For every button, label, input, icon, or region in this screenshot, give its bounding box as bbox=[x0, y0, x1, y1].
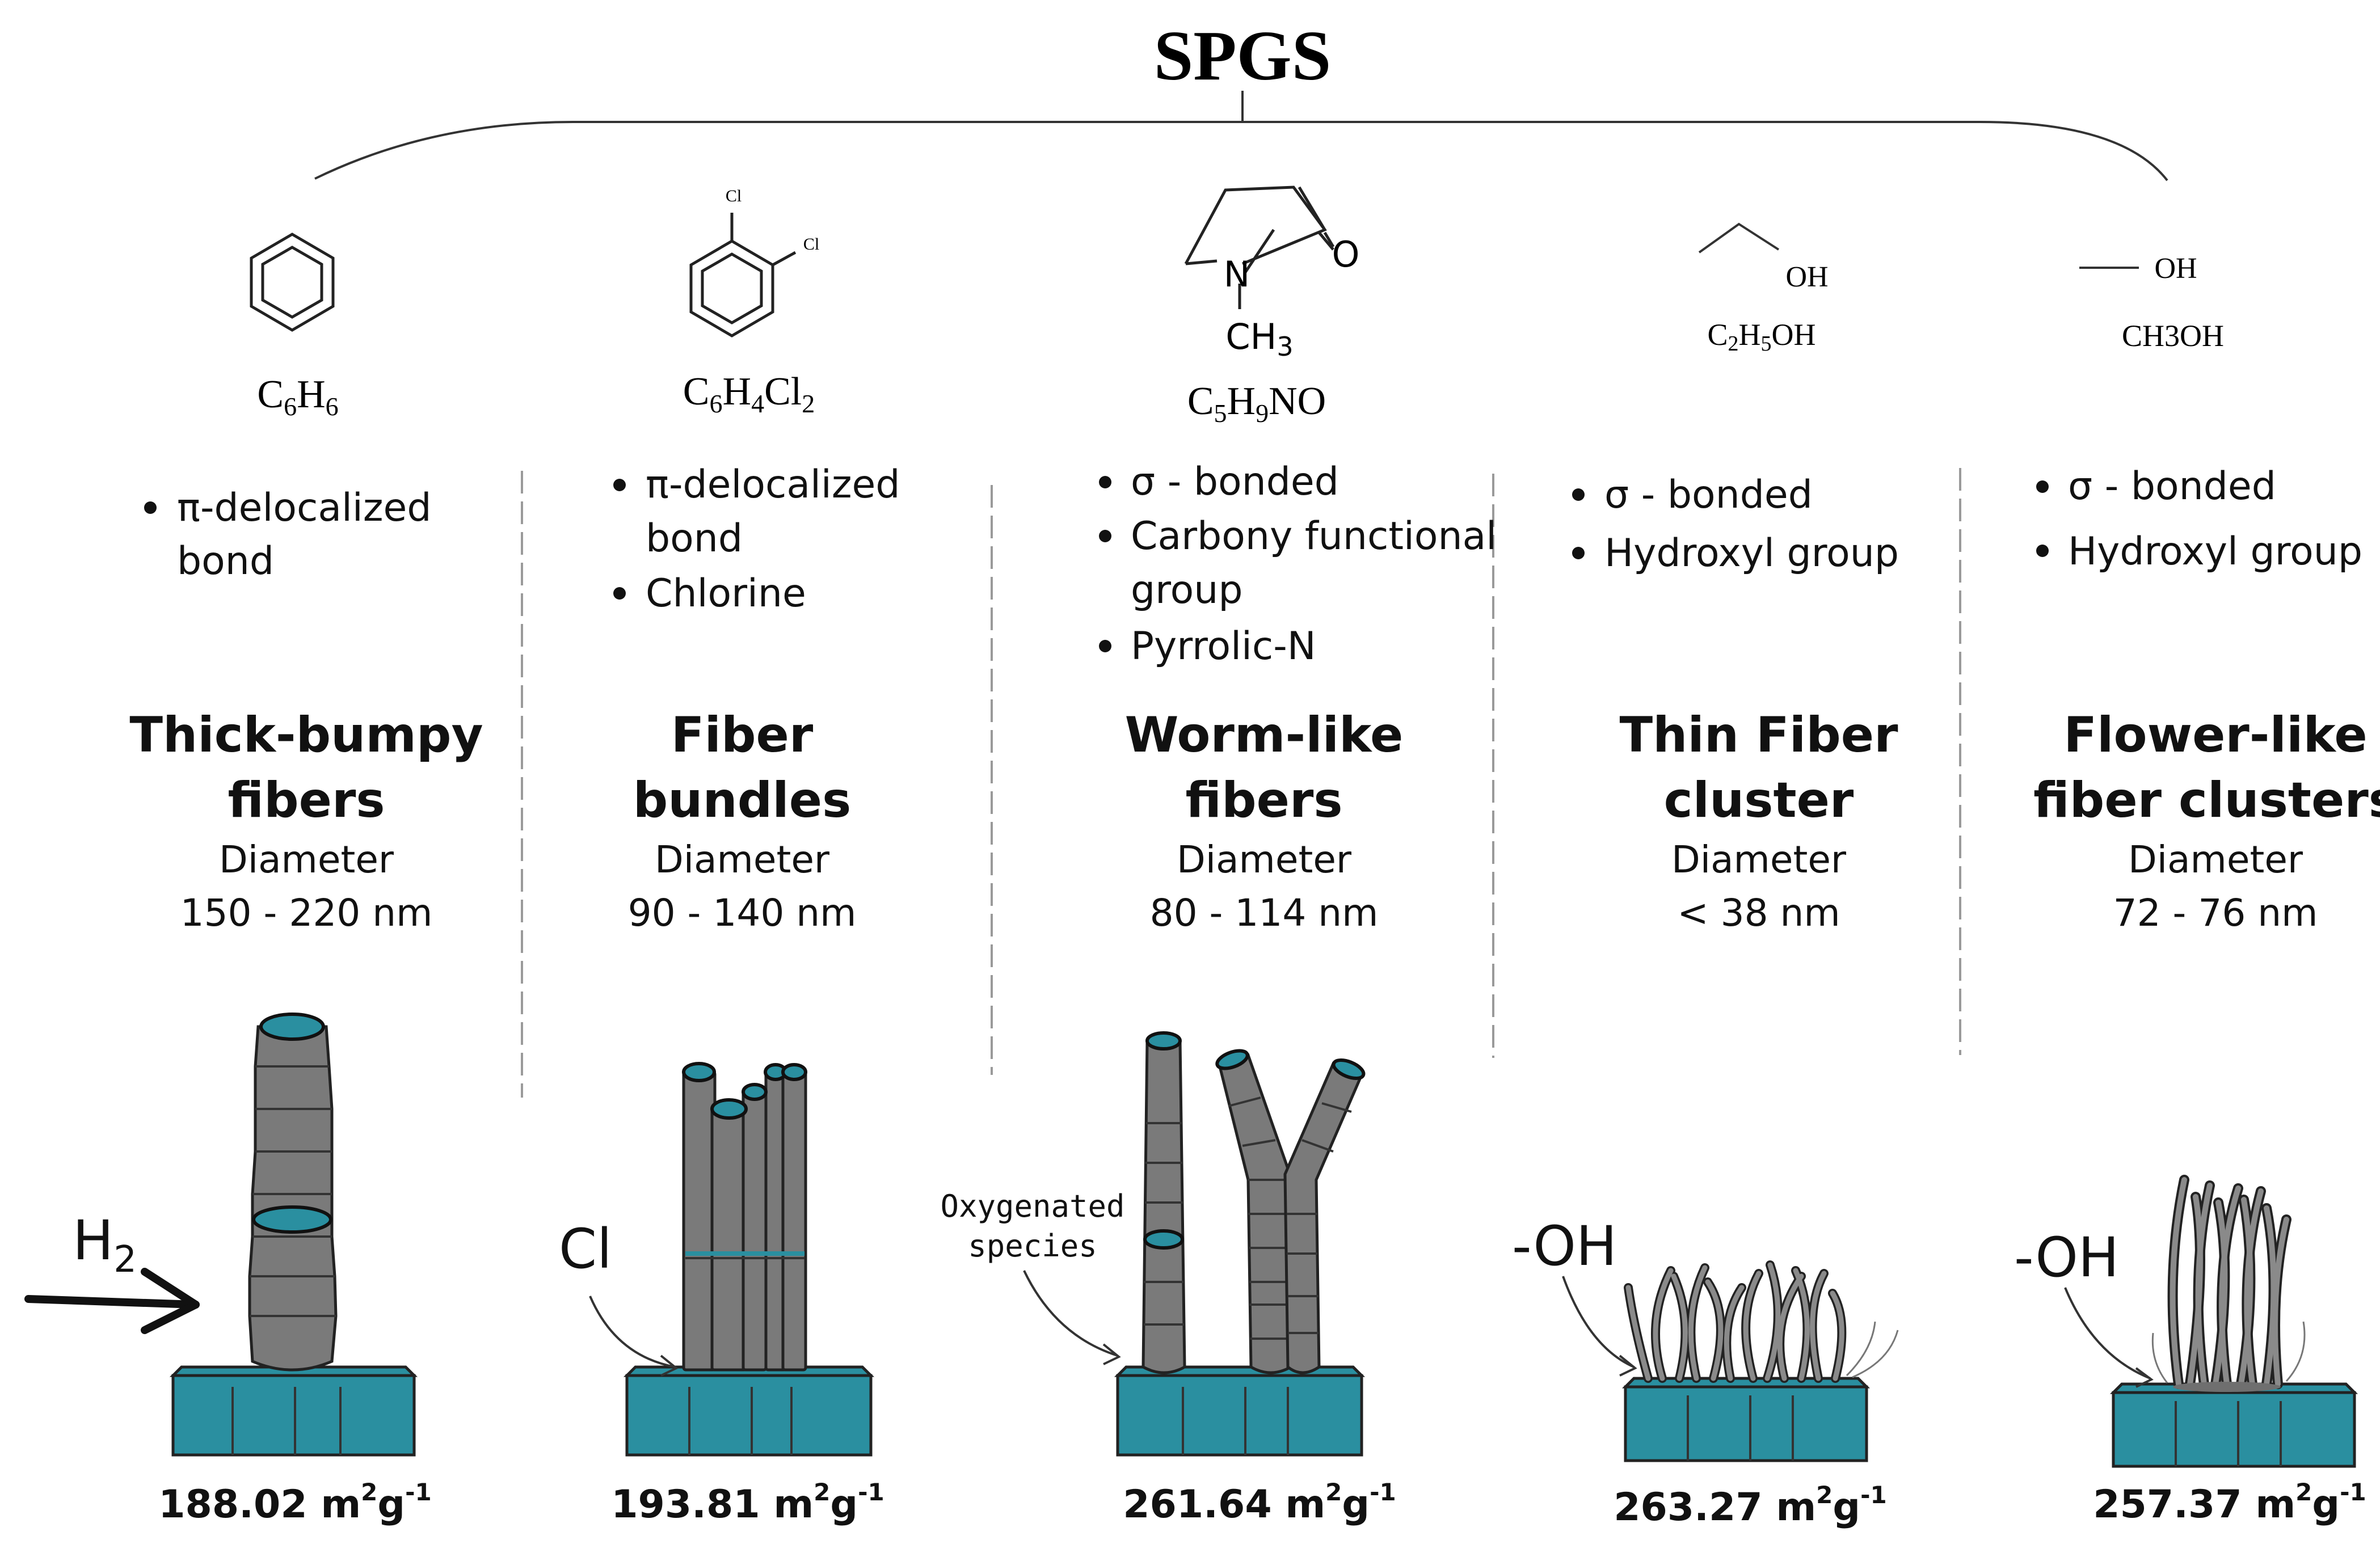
column-dichlorobenzene: Cl Cl C6H4Cl2 π-delocalized bond Chlorin… bbox=[559, 187, 900, 1527]
morphology-title: Thick-bumpy bbox=[129, 707, 483, 763]
fiber-cap bbox=[1143, 1229, 1184, 1250]
note-species: species bbox=[968, 1228, 1097, 1264]
bullet-item: Chlorine bbox=[646, 571, 806, 616]
morphology-title: cluster bbox=[1664, 772, 1854, 829]
fiber-illustration-thin-cluster: -OH bbox=[1512, 1214, 1899, 1462]
surface-area: 263.27 m2g-1 bbox=[1614, 1481, 1887, 1530]
surface-area: 257.37 m2g-1 bbox=[2093, 1478, 2366, 1527]
arrow-icon bbox=[24, 1268, 200, 1334]
morphology-title: Worm-like bbox=[1125, 707, 1404, 763]
nmp-structure: O N CH3 bbox=[1184, 185, 1360, 362]
substrate-block bbox=[1624, 1385, 1868, 1462]
substrate-block bbox=[625, 1374, 873, 1457]
morphology-title: Thin Fiber bbox=[1619, 707, 1898, 763]
column-methanol: OH CH3OH σ - bonded Hydroxyl group Flowe… bbox=[2014, 252, 2380, 1527]
diameter-label: Diameter bbox=[2128, 838, 2303, 881]
diameter-label: Diameter bbox=[1671, 838, 1847, 881]
diameter-value: 80 - 114 nm bbox=[1150, 891, 1379, 935]
bullet-item: π-delocalized bbox=[177, 486, 432, 530]
substrate-block bbox=[1116, 1374, 1363, 1457]
tree-bracket bbox=[314, 91, 2168, 182]
morphology-title: fiber clusters bbox=[2033, 772, 2380, 829]
bullet-list: σ - bonded Hydroxyl group bbox=[2036, 464, 2362, 574]
bullet-item: group bbox=[1131, 568, 1243, 613]
formula-dichlorobenzene: C6H4Cl2 bbox=[683, 370, 815, 418]
fiber-illustration-flower-like: -OH bbox=[2014, 1175, 2358, 1468]
column-ethanol: OH C2H5OH σ - bonded Hydroxyl group Thin… bbox=[1512, 222, 1899, 1530]
bullet-item: σ - bonded bbox=[1131, 459, 1339, 504]
atom-ch3: CH3 bbox=[1225, 316, 1293, 362]
benzene-structure bbox=[250, 233, 335, 332]
fiber-cap bbox=[710, 1098, 748, 1120]
bullet-item: bond bbox=[646, 516, 743, 561]
morphology-title: fibers bbox=[228, 772, 385, 829]
surface-area: 193.81 m2g-1 bbox=[611, 1478, 884, 1527]
bullet-item: Hydroxyl group bbox=[1604, 531, 1899, 576]
diameter-value: 72 - 76 nm bbox=[2113, 891, 2318, 935]
bullet-list: π-delocalized bond Chlorine bbox=[613, 462, 900, 616]
fiber-illustration-bundles: Cl bbox=[559, 1062, 875, 1457]
substrate-block bbox=[171, 1374, 416, 1457]
fiber-cap bbox=[1145, 1031, 1182, 1051]
surface-area: 188.02 m2g-1 bbox=[158, 1478, 432, 1527]
bullet-item: Carbony functional bbox=[1131, 514, 1497, 559]
column-dividers bbox=[521, 468, 1961, 1098]
bullet-item: σ - bonded bbox=[1604, 473, 1813, 517]
formula-nmp: C5H9NO bbox=[1187, 379, 1326, 428]
morphology-title: bundles bbox=[633, 772, 852, 829]
diameter-value: 90 - 140 nm bbox=[628, 891, 857, 935]
fiber-cap bbox=[781, 1063, 807, 1081]
atom-cl: Cl bbox=[803, 235, 819, 254]
diameter-label: Diameter bbox=[655, 838, 830, 881]
gas-label-cl: Cl bbox=[559, 1217, 612, 1281]
fiber-illustration-thick-bumpy: H2 bbox=[24, 1013, 418, 1457]
atom-o: O bbox=[1332, 234, 1360, 275]
note-oxygenated: Oxygenated bbox=[940, 1188, 1124, 1224]
column-benzene: C6H6 π-delocalized bond Thick-bumpy fibe… bbox=[24, 233, 483, 1527]
atom-oh: OH bbox=[1785, 261, 1828, 293]
formula-ethanol: C2H5OH bbox=[1707, 318, 1815, 356]
bullet-item: Pyrrolic-N bbox=[1131, 624, 1316, 669]
dichlorobenzene-structure: Cl Cl bbox=[689, 187, 819, 338]
fiber-cap bbox=[252, 1205, 332, 1234]
fiber-cap bbox=[1332, 1058, 1366, 1080]
atom-oh: OH bbox=[2154, 252, 2197, 285]
bullet-item: π-delocalized bbox=[646, 462, 900, 507]
bullet-list: π-delocalized bond bbox=[144, 486, 432, 584]
fiber-cap bbox=[1215, 1049, 1249, 1070]
atom-cl: Cl bbox=[726, 187, 742, 205]
formula-methanol: CH3OH bbox=[2122, 319, 2224, 353]
bullet-list: σ - bonded Carbony functional group Pyrr… bbox=[1099, 459, 1497, 669]
substrate-block bbox=[2112, 1391, 2356, 1468]
group-label-oh: -OH bbox=[2014, 1226, 2119, 1289]
bullet-item: bond bbox=[177, 539, 274, 584]
morphology-title: Flower-like bbox=[2063, 707, 2367, 763]
atom-n: N bbox=[1224, 254, 1250, 295]
methanol-structure: OH bbox=[2079, 252, 2197, 285]
ethanol-structure: OH bbox=[1698, 222, 1829, 293]
morphology-title: fibers bbox=[1185, 772, 1342, 829]
group-label-oh: -OH bbox=[1512, 1214, 1617, 1278]
fiber-cap bbox=[682, 1062, 716, 1082]
diameter-label: Diameter bbox=[1177, 838, 1352, 881]
surface-area: 261.64 m2g-1 bbox=[1123, 1478, 1396, 1527]
fiber-cap bbox=[259, 1013, 325, 1041]
diameter-value: < 38 nm bbox=[1677, 891, 1840, 935]
column-nmp: O N CH3 C5H9NO σ - bonded Carbony functi… bbox=[940, 185, 1497, 1527]
gas-label-h2: H2 bbox=[73, 1209, 137, 1281]
fiber-cap bbox=[742, 1083, 768, 1101]
morphology-title: Fiber bbox=[671, 707, 814, 763]
diagram-title: SPGS bbox=[1154, 17, 1332, 95]
bullet-item: Hydroxyl group bbox=[2068, 529, 2362, 574]
diameter-label: Diameter bbox=[219, 838, 394, 881]
formula-benzene: C6H6 bbox=[257, 373, 338, 421]
fiber-illustration-worm-like: Oxygenated species bbox=[940, 1031, 1366, 1457]
bullet-item: σ - bonded bbox=[2068, 464, 2276, 509]
bullet-list: σ - bonded Hydroxyl group bbox=[1572, 473, 1899, 576]
diameter-value: 150 - 220 nm bbox=[180, 891, 433, 935]
